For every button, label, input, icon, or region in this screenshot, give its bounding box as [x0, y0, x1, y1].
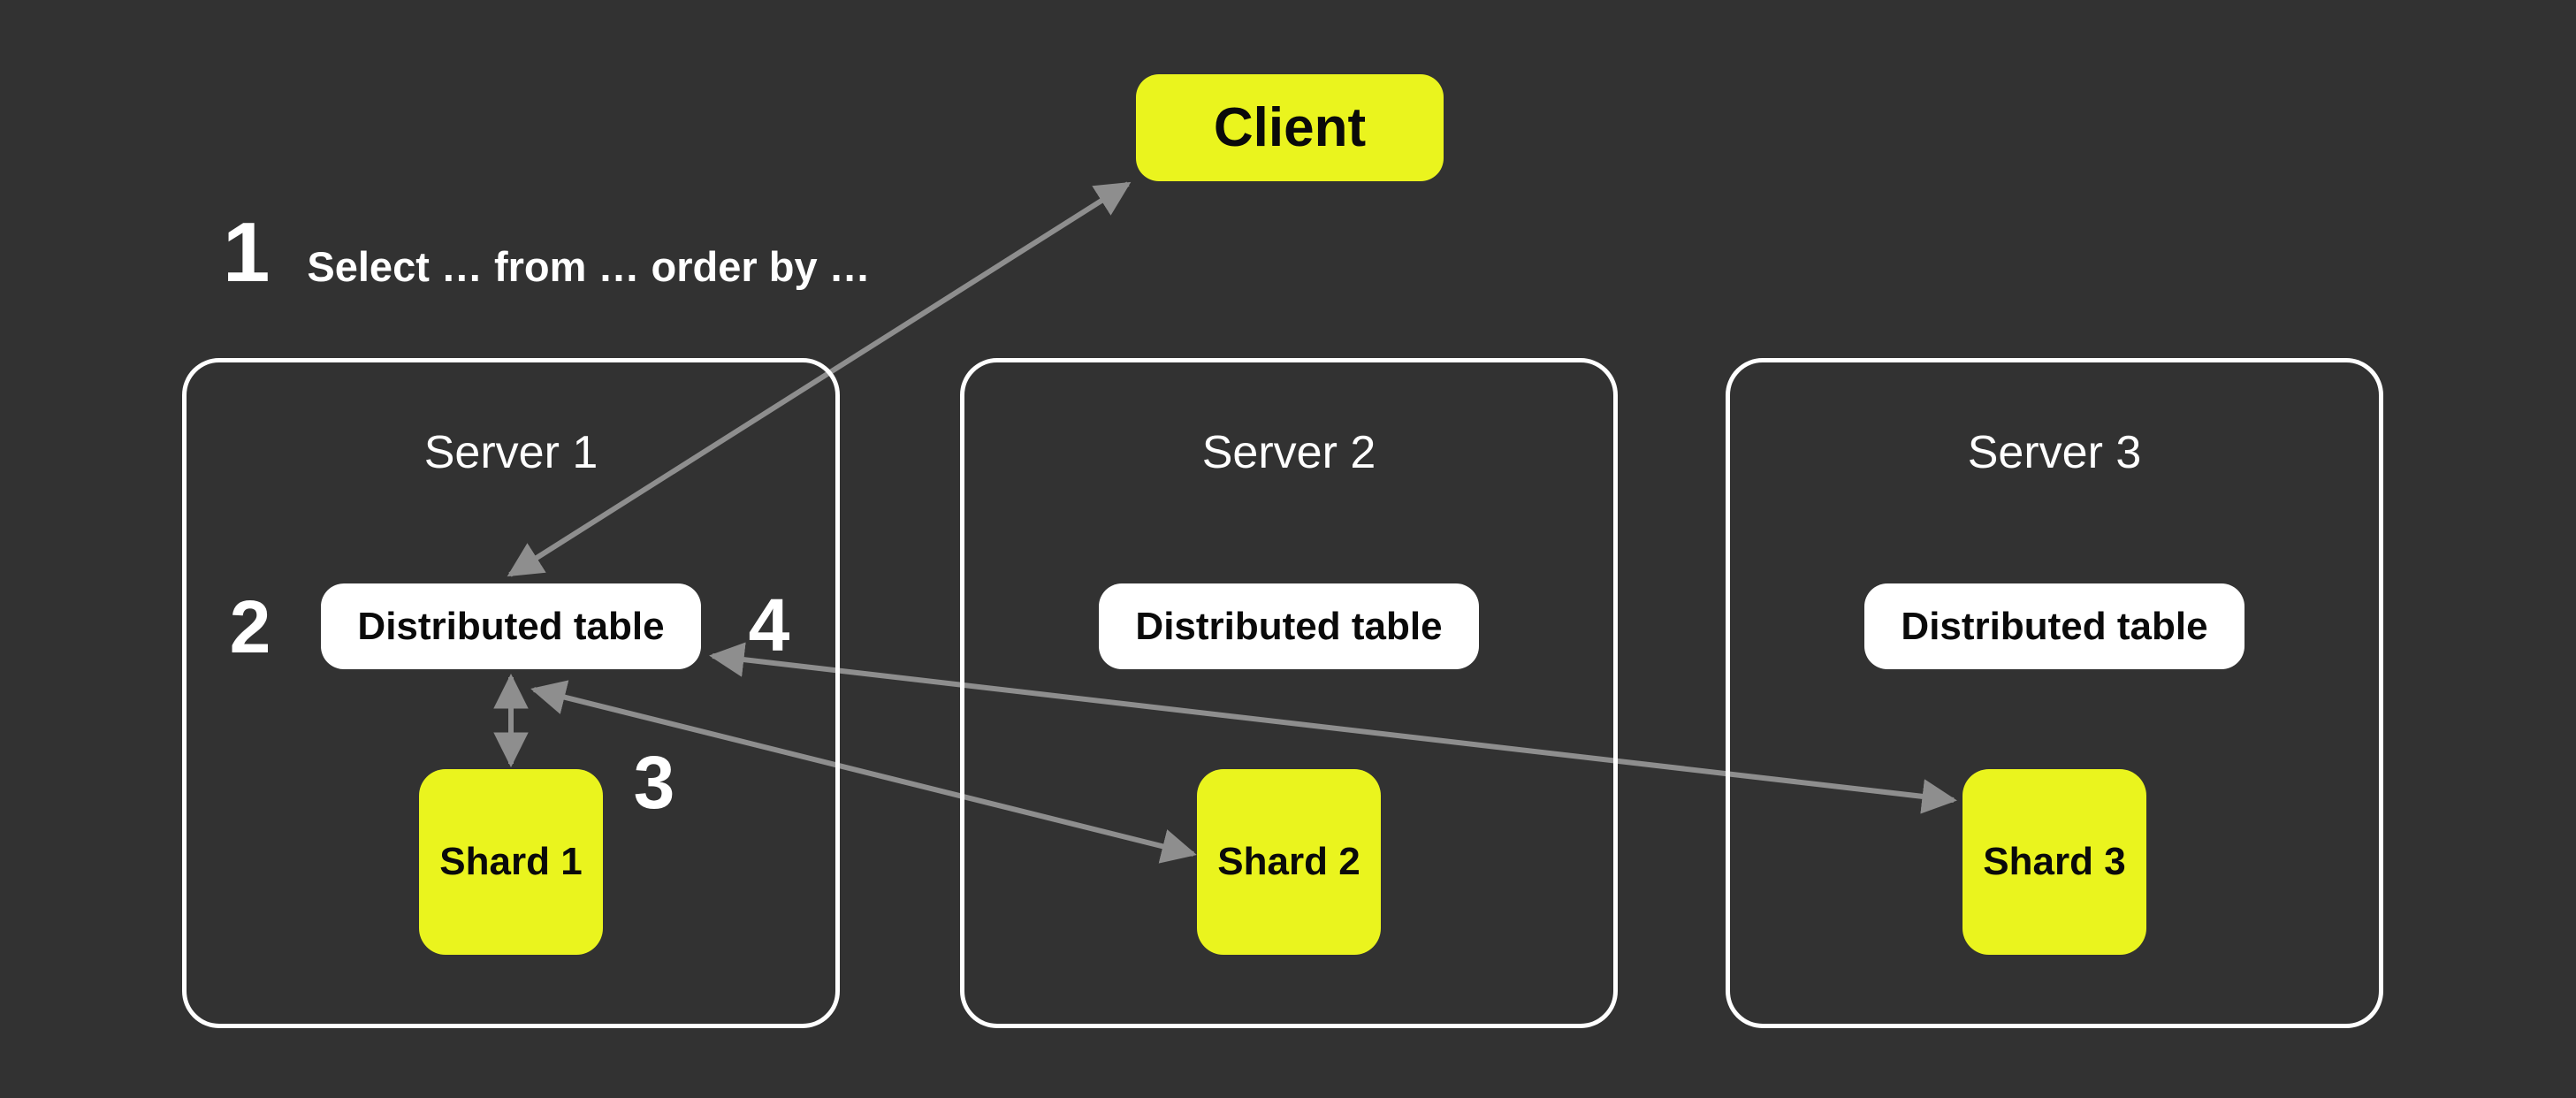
server-2-distributed-table: Distributed table	[1099, 583, 1479, 669]
server-1-distributed-table-label: Distributed table	[357, 604, 665, 648]
step3-number: 3	[633, 741, 675, 824]
server-2-distributed-table-label: Distributed table	[1135, 604, 1443, 648]
server-3-distributed-table-label: Distributed table	[1901, 604, 2208, 648]
server-3-box: Server 3 Distributed table Shard 3	[1726, 358, 2383, 1028]
query-text: Select … from … order by …	[307, 243, 871, 290]
server-2-shard-label: Shard 2	[1217, 840, 1360, 883]
server-3-shard: Shard 3	[1962, 769, 2146, 955]
server-1-distributed-table: Distributed table	[321, 583, 701, 669]
client-node: Client	[1136, 74, 1444, 181]
client-label: Client	[1213, 97, 1367, 158]
server-1-shard-label: Shard 1	[439, 840, 583, 883]
step2-number: 2	[229, 585, 271, 668]
server-3-title: Server 3	[1967, 427, 2142, 478]
step1-annotation: 1 Select … from … order by …	[223, 210, 871, 295]
step1-number: 1	[223, 205, 271, 300]
server-1-box: Server 1 Distributed table Shard 1	[182, 358, 840, 1028]
server-1-shard: Shard 1	[419, 769, 603, 955]
server-1-title: Server 1	[423, 427, 598, 478]
server-3-distributed-table: Distributed table	[1864, 583, 2244, 669]
server-2-title: Server 2	[1201, 427, 1376, 478]
server-3-shard-label: Shard 3	[1983, 840, 2126, 883]
server-2-shard: Shard 2	[1197, 769, 1381, 955]
server-2-box: Server 2 Distributed table Shard 2	[960, 358, 1618, 1028]
step4-number: 4	[748, 583, 790, 667]
